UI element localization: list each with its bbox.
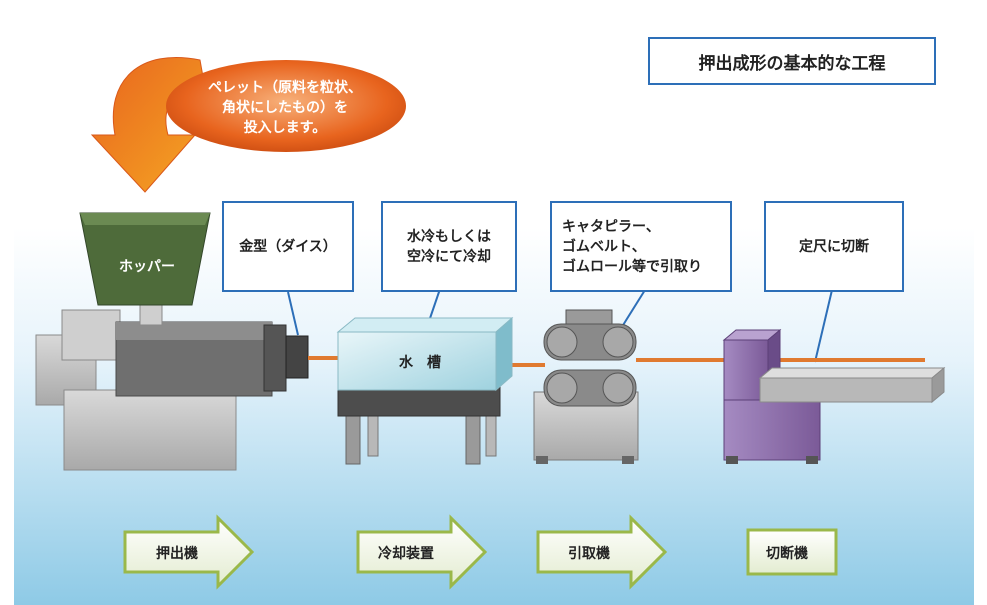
stage-arrows — [123, 514, 838, 590]
water-tank — [336, 316, 514, 465]
hopper-label: ホッパー — [119, 259, 175, 275]
stage-box-cutter — [746, 528, 838, 576]
callout-cooling-text: 水冷もしくは 空冷にて冷却 — [407, 228, 491, 265]
cutter-machine — [722, 328, 946, 464]
stage-label-extruder: 押出機 — [156, 546, 198, 562]
pellet-note: ペレット（原料を粒状、 角状にしたもの）を 投入します。 — [208, 80, 362, 136]
diagram-title: 押出成形の基本的な工程 — [648, 37, 936, 85]
callout-die: 金型（ダイス） — [222, 201, 354, 292]
callout-die-text: 金型（ダイス） — [239, 238, 337, 255]
stage-label-haul-off: 引取機 — [568, 546, 610, 562]
stage-label-cooling: 冷却装置 — [378, 546, 434, 562]
callout-cooling: 水冷もしくは 空冷にて冷却 — [381, 201, 517, 292]
tank-label: 水 槽 — [399, 355, 441, 371]
callout-cutting: 定尺に切断 — [764, 201, 904, 292]
stage-arrow-extruder — [123, 514, 255, 590]
stage-arrow-haul-off — [536, 514, 668, 590]
haul-off-machine — [533, 309, 639, 464]
callout-haul-off-text: キャタピラー、 ゴムベルト、 ゴムロール等で引取り — [562, 218, 702, 275]
extruder-machine — [35, 302, 309, 471]
callout-haul-off: キャタピラー、 ゴムベルト、 ゴムロール等で引取り — [550, 201, 732, 292]
pellet-bubble — [166, 60, 406, 152]
stage-label-cutter: 切断機 — [766, 546, 808, 562]
stage-arrow-cooling — [356, 514, 488, 590]
callout-cutting-text: 定尺に切断 — [799, 238, 869, 255]
diagram-title-text: 押出成形の基本的な工程 — [698, 53, 886, 74]
hopper — [79, 212, 211, 306]
